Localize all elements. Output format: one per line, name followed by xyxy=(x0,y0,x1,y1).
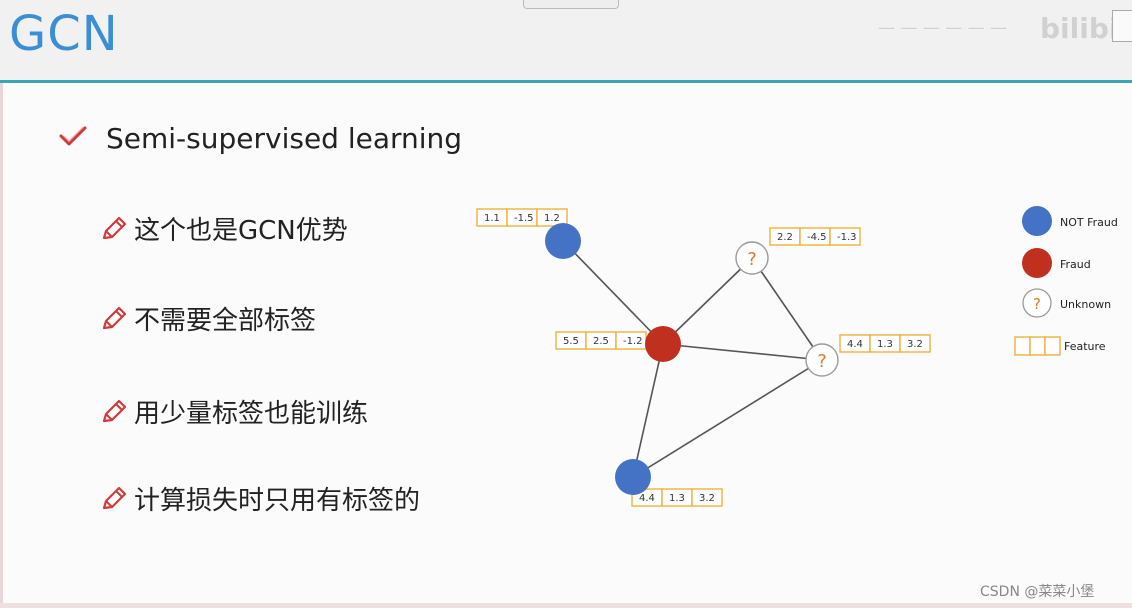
bullet-item: 用少量标签也能训练 xyxy=(100,393,460,433)
bullet-item: 计算损失时只用有标签的 xyxy=(100,480,460,520)
feature-vector: 1.1 -1.5 1.2 xyxy=(476,208,568,227)
unknown-node xyxy=(735,241,769,275)
feature-value: 1.3 xyxy=(669,493,685,504)
not-fraud-node xyxy=(545,223,581,259)
legend-unknown-label: Unknown xyxy=(1060,298,1111,311)
feature-value: 1.1 xyxy=(484,213,500,224)
feature-cell xyxy=(536,208,568,227)
feature-vector: 5.5 2.5 -1.2 xyxy=(555,331,647,350)
legend-not-fraud-swatch xyxy=(1022,206,1052,236)
unknown-node-label: ? xyxy=(817,351,827,372)
slide-header: GCN — — — — — — bilibili xyxy=(0,0,1132,83)
top-toolbar-button[interactable] xyxy=(523,0,619,9)
legend-fraud-label: Fraud xyxy=(1060,258,1091,271)
feature-value: -1.3 xyxy=(837,232,857,243)
feature-value: 5.5 xyxy=(563,336,579,347)
graph-edge xyxy=(562,240,664,345)
legend-feature-label: Feature xyxy=(1064,340,1106,353)
graph-edge xyxy=(662,343,823,361)
feature-vector: 4.4 1.3 3.2 xyxy=(839,334,931,353)
feature-value: 2.2 xyxy=(777,232,793,243)
bullet-item: 这个也是GCN优势 xyxy=(100,210,460,250)
graph-edge xyxy=(632,343,664,478)
unknown-node-label: ? xyxy=(747,249,757,270)
left-edge xyxy=(0,83,3,608)
bullet-text: 不需要全部标签 xyxy=(134,306,317,336)
feature-value: 1.2 xyxy=(544,213,560,224)
feature-value: 4.4 xyxy=(847,339,863,350)
pencil-icon xyxy=(102,306,127,330)
pencil-icon xyxy=(102,216,127,240)
feature-vector: 2.2 -4.5 -1.3 xyxy=(769,227,861,246)
fraud-node xyxy=(645,326,681,362)
feature-value: 3.2 xyxy=(907,339,923,350)
unknown-node xyxy=(805,343,839,377)
pencil-icon xyxy=(102,399,127,423)
corner-panel-button[interactable] xyxy=(1112,10,1132,42)
feature-value: 4.4 xyxy=(639,493,655,504)
feature-value: -1.5 xyxy=(514,213,534,224)
bullet-text: 这个也是GCN优势 xyxy=(134,216,348,246)
section-heading: Semi-supervised learning xyxy=(106,122,463,155)
feature-cell xyxy=(691,488,723,507)
legend-fraud-swatch xyxy=(1022,248,1052,278)
pencil-icon xyxy=(102,486,127,510)
legend-feature-cell xyxy=(1044,336,1061,356)
legend-unknown-symbol: ? xyxy=(1033,295,1041,313)
legend-feature-cell xyxy=(1029,336,1046,356)
legend-not-fraud-label: NOT Fraud xyxy=(1060,216,1118,229)
legend-feature-cell xyxy=(1014,336,1031,356)
graph-edge xyxy=(662,257,753,345)
graph-edge xyxy=(751,257,823,361)
feature-value: 1.3 xyxy=(877,339,893,350)
feature-value: 2.5 xyxy=(593,336,609,347)
feature-vector: 4.4 1.3 3.2 xyxy=(631,488,723,507)
slide-title: GCN xyxy=(9,6,119,62)
feature-value: 3.2 xyxy=(699,493,715,504)
graph-edge xyxy=(632,359,823,478)
bullet-text: 计算损失时只用有标签的 xyxy=(134,486,421,516)
csdn-watermark: CSDN @菜菜小堡 xyxy=(980,584,1095,600)
video-watermark-text: — — — — — — xyxy=(878,18,1008,38)
legend-unknown-swatch xyxy=(1022,288,1052,318)
feature-cell xyxy=(829,227,861,246)
bullet-item: 不需要全部标签 xyxy=(100,300,460,340)
checkmark-icon xyxy=(59,126,87,146)
feature-cell xyxy=(899,334,931,353)
not-fraud-node xyxy=(615,459,651,495)
feature-value: -4.5 xyxy=(807,232,827,243)
bullet-text: 用少量标签也能训练 xyxy=(134,399,369,429)
bottom-edge xyxy=(0,603,1132,608)
feature-value: -1.2 xyxy=(623,336,643,347)
